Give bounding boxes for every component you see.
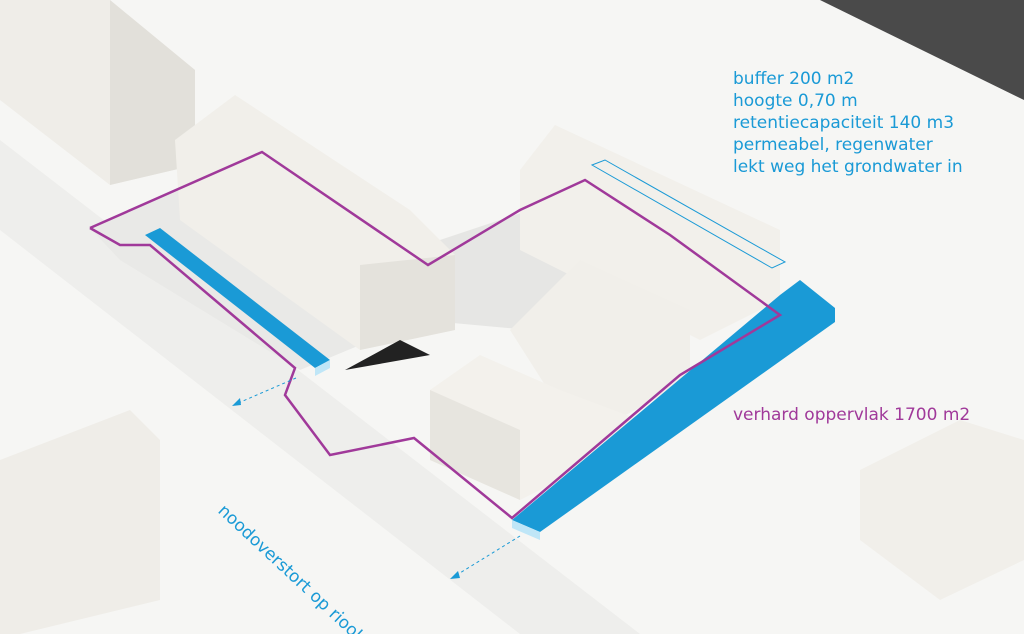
buffer-west-edge [315,360,330,376]
dark-corner-block [820,0,1024,100]
overflow-arrow-east [454,535,521,577]
buffer-east[interactable] [512,280,835,532]
buffer-line: lekt weg het grondwater in [733,157,963,177]
building-side [110,0,195,185]
buffer-annotation: buffer 200 m2 hoogte 0,70 m retentiecapa… [733,68,963,178]
building-east [860,420,1024,600]
buffer-roof-outline[interactable] [590,159,787,269]
buffer-line: buffer 200 m2 [733,69,855,89]
building-gable [360,255,455,350]
overflow-arrow-west [235,377,297,405]
buffer-east-edge [512,520,540,540]
arrow-head-icon [232,398,241,406]
building-south-west [0,410,160,634]
paved-surface-outline[interactable] [89,150,783,520]
paved-surface-annotation: verhard oppervlak 1700 m2 [733,405,971,425]
building-south-face [430,390,520,500]
buffer-line: permeabel, regenwater [733,135,933,155]
arrow-head-icon [450,571,460,579]
buffer-west[interactable] [145,228,330,368]
ramp-entrance [345,340,430,370]
buffer-line: hoogte 0,70 m [733,91,858,111]
buffer-line: retentiecapaciteit 140 m3 [733,113,955,133]
